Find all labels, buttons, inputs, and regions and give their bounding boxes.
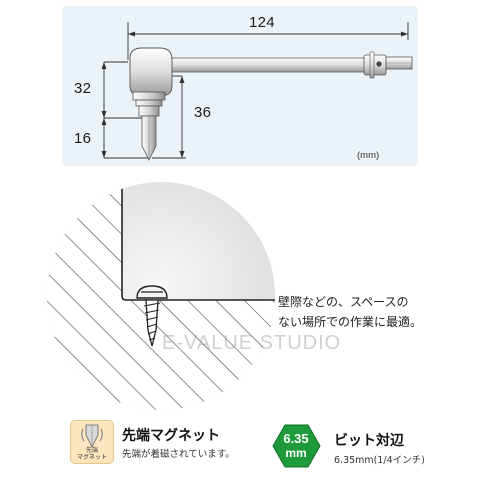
- magnet-tip-icon: 先端 マグネット: [70, 420, 114, 464]
- dimension-panel: [62, 6, 418, 166]
- magnet-icon-label: 先端 マグネット: [71, 447, 113, 461]
- magnet-bit-icon: [81, 424, 103, 448]
- usage-illustration: [47, 182, 275, 410]
- usage-line-1: 壁際などの、スペースの: [278, 295, 409, 309]
- unit-label: (mm): [357, 150, 380, 161]
- dimension-length-label: 124: [249, 14, 275, 31]
- angle-driver-tool: [129, 47, 413, 161]
- magnet-feature-title: 先端マグネット: [122, 428, 220, 444]
- magnet-icon-label-line-1: 先端: [85, 447, 98, 454]
- bit-size-hexagon-icon: [272, 424, 321, 468]
- usage-description: 壁際などの、スペースの ない場所での作業に最適。: [278, 292, 448, 332]
- dimension-total-label: 36: [194, 104, 212, 121]
- usage-line-2: ない場所での作業に最適。: [278, 315, 423, 329]
- watermark: E-VALUE STUDIO: [162, 332, 342, 354]
- bit-feature-title: ビット対辺: [334, 433, 404, 449]
- bit-size-badge-unit: mm: [285, 446, 307, 460]
- bit-size-badge-value: 6.35: [283, 431, 309, 446]
- dimension-height-label: 32: [74, 80, 92, 97]
- magnet-icon-label-line-2: マグネット: [76, 454, 107, 461]
- bit-feature-subtitle: 6.35mm(1/4インチ): [334, 455, 425, 466]
- magnet-feature-subtitle: 先端が着磁されています。: [122, 449, 235, 460]
- dimension-bit-label: 16: [74, 130, 92, 147]
- dimension-arrows: [101, 31, 408, 158]
